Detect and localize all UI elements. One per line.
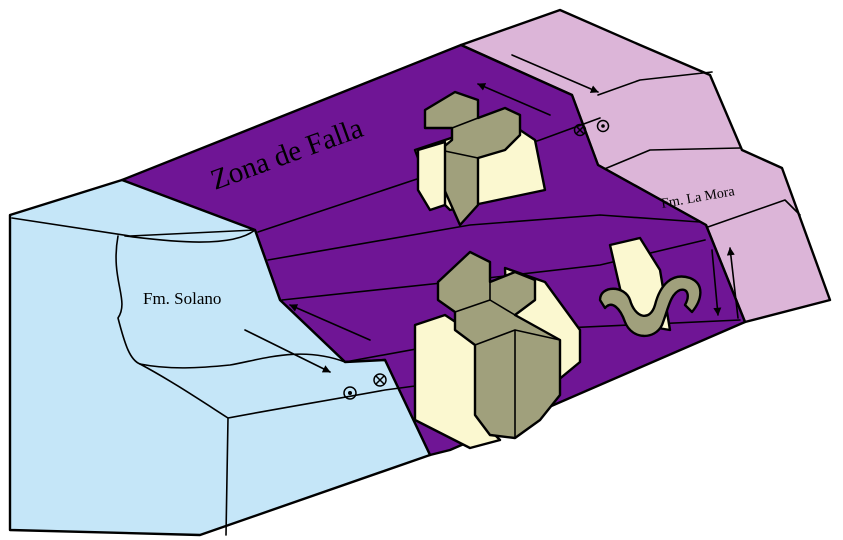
solano-formation-label: Fm. Solano (143, 289, 221, 308)
